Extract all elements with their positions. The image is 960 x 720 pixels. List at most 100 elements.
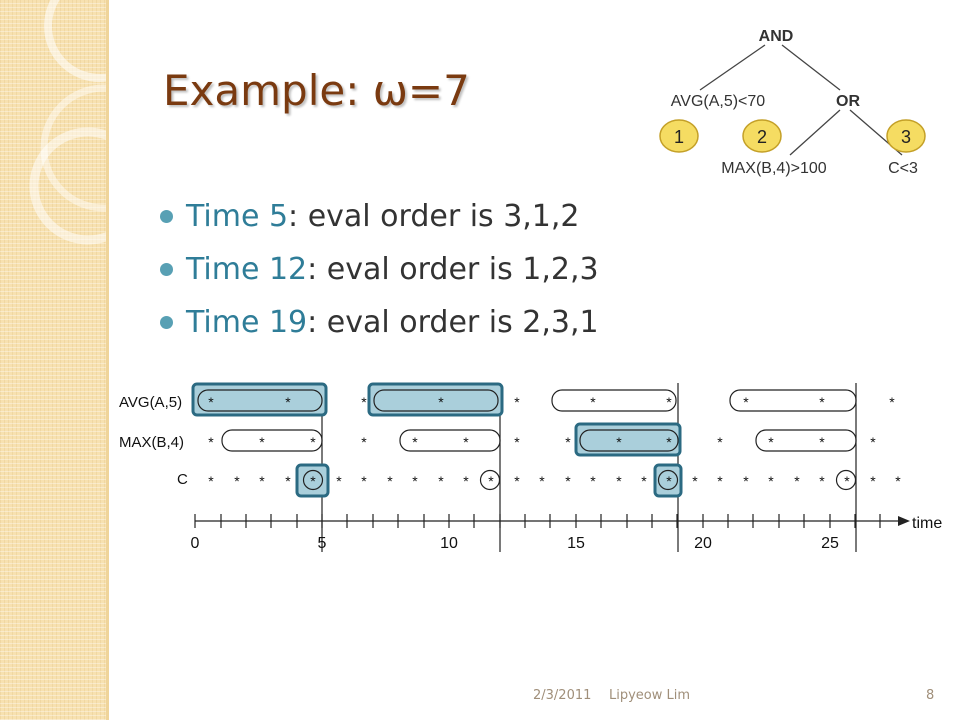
sample-marker: * — [717, 473, 723, 489]
sample-marker: * — [889, 394, 895, 410]
bullet-time-label: Time 12 — [186, 252, 308, 287]
sample-marker: * — [768, 434, 774, 450]
window-outline — [835, 469, 857, 491]
sample-marker: * — [208, 473, 214, 489]
row-label-max: MAX(B,4) — [119, 434, 184, 451]
sample-marker: * — [641, 473, 647, 489]
sample-marker: * — [666, 434, 672, 450]
bullet-text: : eval order is 3,1,2 — [288, 199, 580, 234]
bullet-item: Time 19: eval order is 2,3,1 — [160, 296, 599, 349]
footer-author: Lipyeow Lim — [609, 688, 691, 703]
sample-marker: * — [819, 473, 825, 489]
sample-marker: * — [743, 394, 749, 410]
window-outline — [657, 469, 679, 491]
sample-marker: * — [666, 394, 672, 410]
axis-tick-label: 0 — [191, 535, 200, 552]
sample-marker: * — [895, 473, 901, 489]
axis-tick-label: 15 — [567, 535, 585, 552]
sample-marker: * — [870, 473, 876, 489]
sample-marker: * — [208, 394, 214, 410]
row-label-avg: AVG(A,5) — [119, 394, 182, 411]
axis-tick-label: 25 — [821, 535, 839, 552]
sample-marker: * — [208, 434, 214, 450]
bullet-item: Time 12: eval order is 1,2,3 — [160, 243, 599, 296]
window-outline — [755, 429, 857, 452]
sample-marker: * — [717, 434, 723, 450]
sample-marker: * — [285, 394, 291, 410]
sample-marker: * — [539, 473, 545, 489]
sample-marker: * — [794, 473, 800, 489]
bullet-time-label: Time 19 — [186, 305, 308, 340]
sample-marker: * — [692, 473, 698, 489]
sample-marker: * — [819, 434, 825, 450]
sample-marker: * — [387, 473, 393, 489]
highlight-window-c-t5 — [295, 463, 330, 498]
sample-marker: * — [616, 473, 622, 489]
bullet-dot-icon — [160, 263, 173, 276]
badge-3-shape — [886, 119, 926, 153]
sample-marker: * — [819, 394, 825, 410]
window-outline — [373, 389, 499, 412]
slide-title: Example: ω=7 — [163, 66, 470, 115]
axis-label-time: time — [912, 515, 942, 532]
window-outline — [729, 389, 857, 412]
tree-leaf-c: C<3 — [888, 160, 918, 177]
sample-marker: * — [361, 394, 367, 410]
footer-date: 2/3/2011 — [533, 688, 592, 703]
sample-marker: * — [259, 473, 265, 489]
sample-marker: * — [463, 473, 469, 489]
row-label-c: C — [177, 471, 188, 488]
sample-marker: * — [743, 473, 749, 489]
footer-page-number: 8 — [926, 688, 935, 703]
sample-marker: * — [565, 473, 571, 489]
window-outline — [221, 429, 323, 452]
sample-marker: * — [514, 394, 520, 410]
window-outline — [197, 389, 323, 412]
highlight-window-avg-t5 — [191, 382, 328, 417]
time-axis-arrow-icon — [898, 516, 910, 526]
window-outline — [302, 469, 324, 491]
sample-marker: * — [565, 434, 571, 450]
window-outline — [399, 429, 501, 452]
bullet-text: : eval order is 1,2,3 — [307, 252, 599, 287]
axis-tick-label: 5 — [318, 535, 327, 552]
tree-node-and: AND — [759, 28, 794, 45]
decorative-circles — [29, 0, 106, 245]
sample-marker: * — [844, 473, 850, 489]
timeline-diagram: AVG(A,5) MAX(B,4) C * * * * * * * * * * … — [119, 382, 942, 552]
sample-marker: * — [514, 473, 520, 489]
decorative-sidebar — [0, 0, 109, 720]
sample-marker: * — [438, 394, 444, 410]
bullet-dot-icon — [160, 210, 173, 223]
sample-marker: * — [234, 473, 240, 489]
tree-node-or: OR — [836, 93, 860, 110]
badge-1-shape — [659, 119, 699, 153]
highlight-window-avg-t12 — [367, 382, 504, 417]
tree-leaf-avg: AVG(A,5)<70 — [671, 93, 766, 110]
sample-marker: * — [412, 434, 418, 450]
bullet-item: Time 5: eval order is 3,1,2 — [160, 190, 599, 243]
bullet-list: Time 5: eval order is 3,1,2 Time 12: eva… — [160, 190, 599, 349]
sample-marker: * — [259, 434, 265, 450]
bullet-time-label: Time 5 — [186, 199, 289, 234]
axis-tick-label: 10 — [440, 535, 458, 552]
sample-marker: * — [438, 473, 444, 489]
highlight-window-max-t19 — [574, 422, 682, 457]
badge-2-label: 2 — [757, 127, 767, 147]
sample-marker: * — [666, 473, 672, 489]
sample-marker: * — [590, 473, 596, 489]
tree-leaf-max: MAX(B,4)>100 — [721, 160, 826, 177]
sample-marker: * — [488, 473, 494, 489]
sample-marker: * — [412, 473, 418, 489]
sample-marker: * — [336, 473, 342, 489]
sample-marker: * — [616, 434, 622, 450]
sample-marker: * — [870, 434, 876, 450]
bullet-dot-icon — [160, 316, 173, 329]
sample-marker: * — [768, 473, 774, 489]
window-outline — [479, 469, 501, 491]
sample-marker: * — [361, 473, 367, 489]
sample-marker: * — [310, 434, 316, 450]
sample-marker: * — [361, 434, 367, 450]
badge-2-shape — [742, 119, 782, 153]
sample-marker: * — [463, 434, 469, 450]
